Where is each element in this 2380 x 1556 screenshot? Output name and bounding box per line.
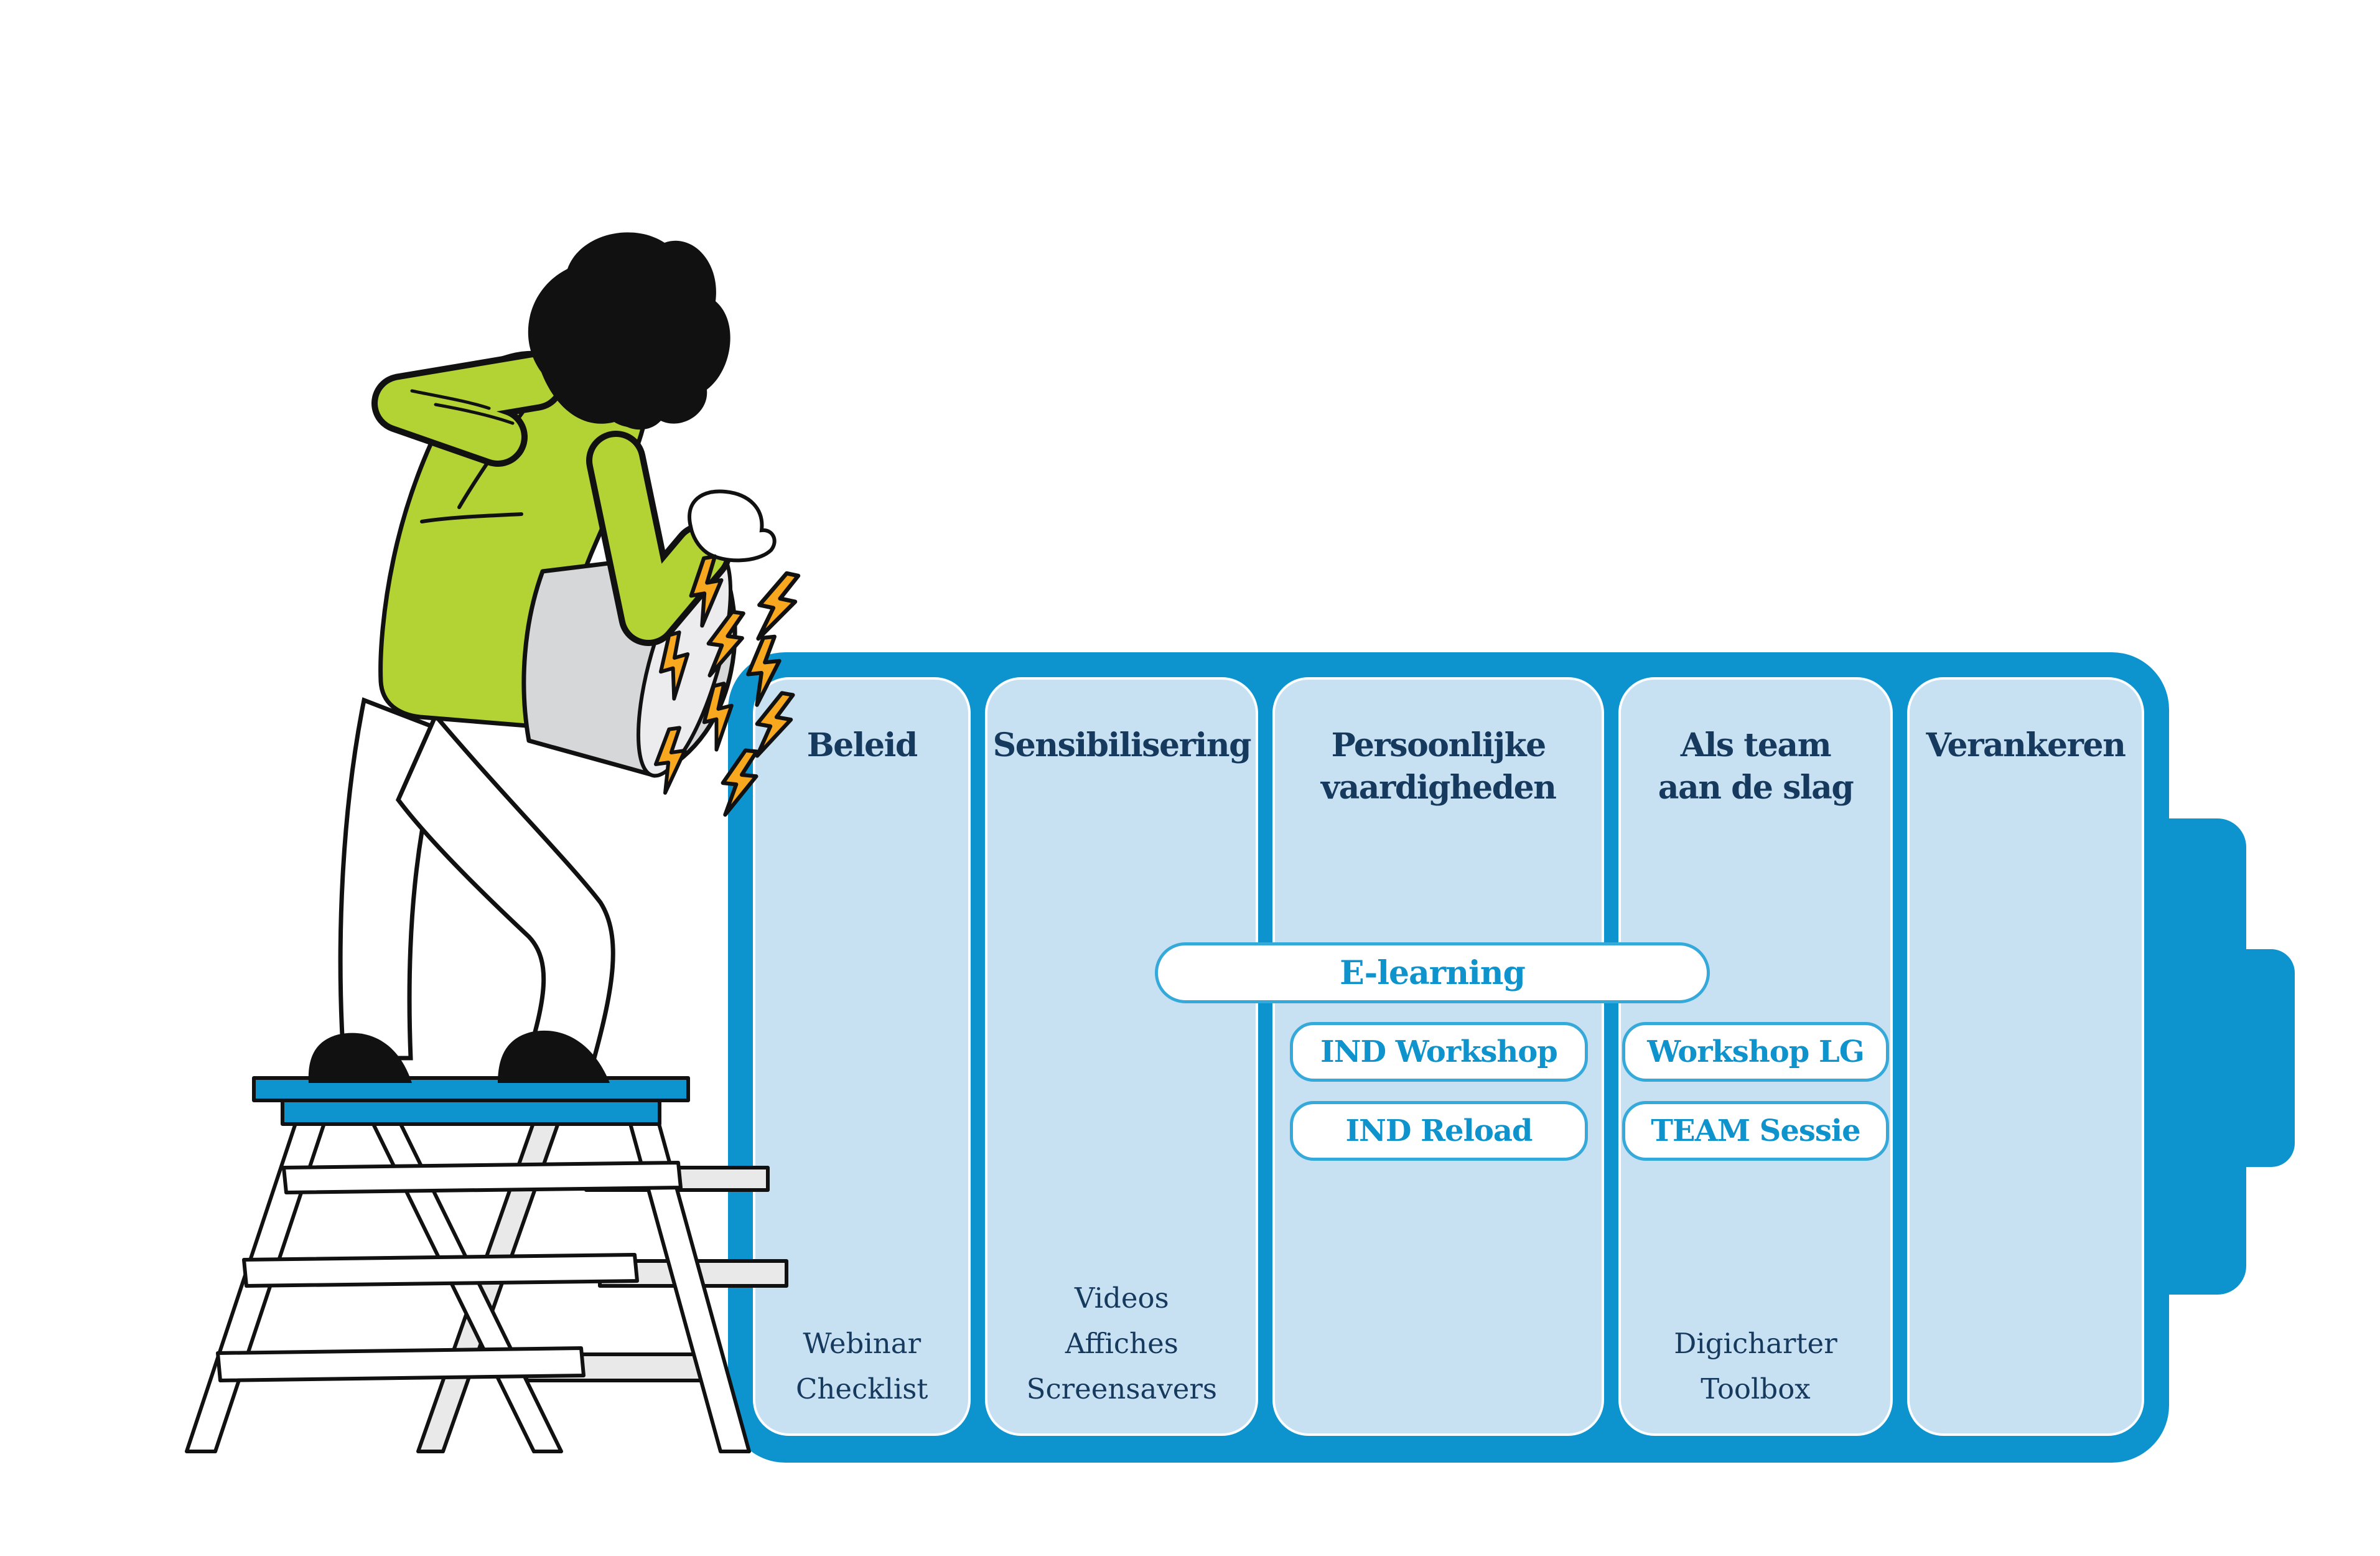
cell-title-als-team: Als team aan de slag	[1658, 726, 1854, 807]
bucket	[521, 548, 737, 778]
lightning-bolt-icon	[752, 569, 800, 644]
pill-ind-reload[interactable]: IND Reload	[1290, 1101, 1588, 1161]
cell-title-verankeren: Verankeren	[1926, 726, 2126, 764]
person-left-arm	[371, 351, 565, 467]
bucket-body	[521, 548, 737, 778]
person-left-leg	[338, 697, 448, 1061]
cell-title-beleid: Beleid	[806, 726, 918, 764]
jacket-seam	[457, 370, 554, 509]
ladder-rung	[282, 1161, 683, 1194]
person-shoe	[308, 1033, 412, 1083]
lightning-bolt-icon	[685, 556, 729, 627]
person-jacket-torso	[378, 350, 648, 729]
jacket-seam	[420, 512, 523, 523]
person-face	[604, 369, 678, 428]
pill-elearning[interactable]: E-learning	[1155, 942, 1710, 1003]
battery-cell-verankeren: Verankeren	[1906, 677, 2144, 1436]
cell-footer-beleid: Webinar Checklist	[795, 1327, 928, 1406]
battery-cell-sensibilisering: Sensibilisering Videos Affiches Screensa…	[985, 677, 1259, 1436]
ladder-platform-top	[252, 1076, 690, 1102]
person-figure	[308, 232, 777, 1083]
cell-footer-sensibilisering: Videos Affiches Screensavers	[1026, 1282, 1217, 1406]
ladder-platform-lower	[281, 1097, 661, 1126]
battery: Beleid Webinar Checklist Sensibilisering…	[728, 652, 2169, 1463]
afro-hair-icon	[528, 232, 730, 430]
pill-ind-workshop[interactable]: IND Workshop	[1290, 1022, 1588, 1082]
cell-footer-als-team: Digicharter Toolbox	[1674, 1327, 1837, 1406]
pill-team-sessie[interactable]: TEAM Sessie	[1622, 1101, 1889, 1161]
lightning-bolt-icon	[704, 609, 745, 679]
ladder-leg	[370, 1120, 563, 1453]
person-right-leg	[395, 711, 615, 1061]
ladder-back-leg	[416, 1120, 561, 1453]
lightning-bolt-icon	[651, 632, 698, 700]
ladder-back-rung	[525, 1352, 709, 1382]
person-shoe	[498, 1030, 610, 1083]
ladder-rung	[216, 1346, 586, 1382]
battery-cell-beleid: Beleid Webinar Checklist	[753, 677, 971, 1436]
face-profile-line	[595, 387, 656, 401]
pill-workshop-lg[interactable]: Workshop LG	[1622, 1022, 1889, 1082]
battery-cells: Beleid Webinar Checklist Sensibilisering…	[753, 677, 2144, 1436]
lightning-bolt-icon	[651, 728, 691, 794]
ladder-leg	[185, 1120, 327, 1453]
step-ladder	[185, 1076, 788, 1453]
cell-title-persoonlijke-vaardigheden: Persoonlijke vaardigheden	[1320, 726, 1557, 807]
ladder-rung	[242, 1253, 639, 1288]
person-hand	[688, 489, 777, 563]
person-right-arm	[586, 431, 732, 646]
battery-terminal-small	[2239, 949, 2295, 1167]
cell-title-sensibilisering: Sensibilisering	[992, 726, 1252, 764]
